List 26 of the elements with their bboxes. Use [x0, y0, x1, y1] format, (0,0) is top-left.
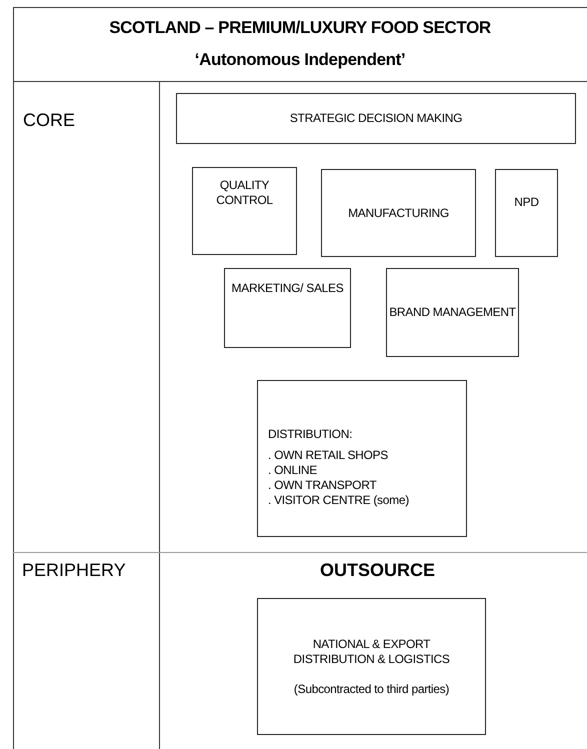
box-text: MANUFACTURING [348, 206, 449, 220]
box-text: QUALITY CONTROL [215, 178, 274, 208]
process-box [192, 167, 297, 255]
process-box [224, 268, 351, 348]
list-item: . OWN TRANSPORT [268, 478, 376, 493]
title: SCOTLAND – PREMIUM/LUXURY FOOD SECTOR [108, 18, 492, 38]
subtitle: ‘Autonomous Independent’ [194, 50, 406, 70]
list-item: . ONLINE [268, 463, 317, 478]
process-box [176, 93, 576, 144]
process-box [386, 268, 519, 357]
box-text: DISTRIBUTION: [268, 427, 352, 442]
box-text: STRATEGIC DECISION MAKING [290, 111, 462, 126]
process-box [495, 169, 558, 257]
process-box [321, 169, 476, 257]
list-item: . VISITOR CENTRE (some) [268, 493, 409, 508]
box-text: NATIONAL & EXPORT DISTRIBUTION & LOGISTICS [292, 636, 451, 666]
list-item: . OWN RETAIL SHOPS [268, 448, 388, 463]
row-heading: CORE [23, 110, 76, 131]
section-heading: OUTSOURCE [320, 560, 436, 581]
box-text: BRAND MANAGEMENT [389, 305, 516, 320]
box-text: (Subcontracted to third parties) [294, 682, 450, 696]
row-heading: PERIPHERY [22, 560, 126, 581]
process-box [257, 380, 467, 537]
box-text: MARKETING/ SALES [232, 281, 344, 296]
process-box [257, 598, 486, 735]
box-text: NPD [514, 195, 539, 210]
